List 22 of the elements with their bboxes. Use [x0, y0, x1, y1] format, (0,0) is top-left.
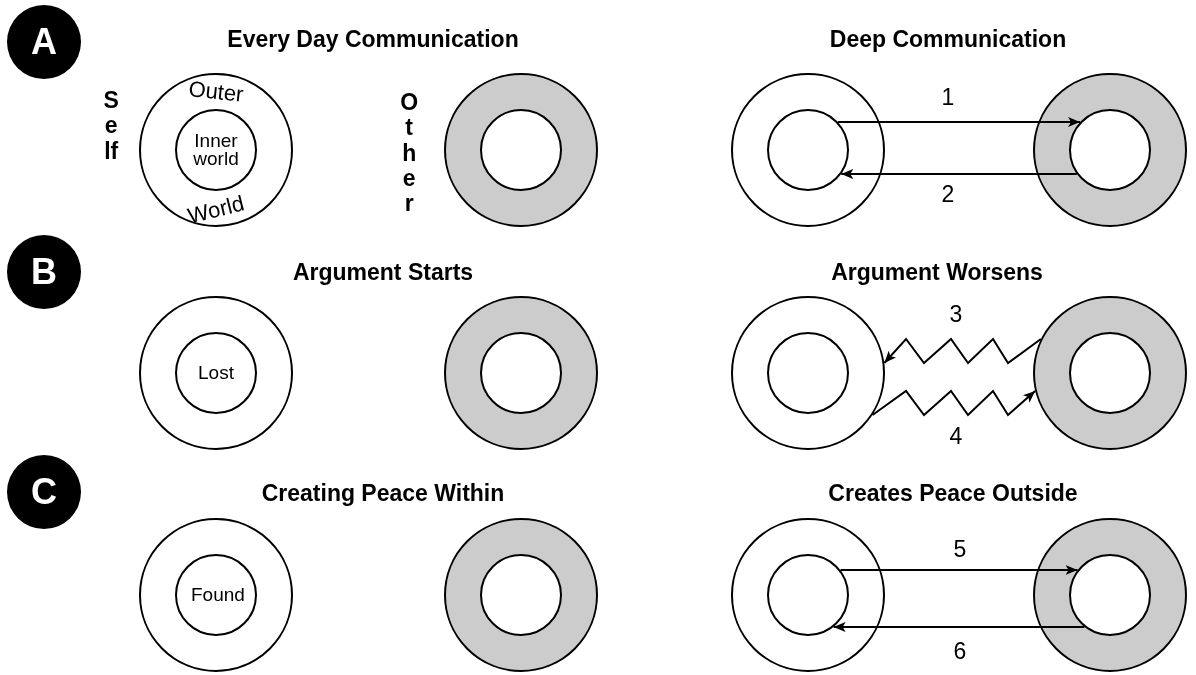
panel-title: Creating Peace Within [261, 479, 505, 507]
arrow [836, 117, 1082, 127]
arrow [840, 169, 1078, 179]
circle-label: Outer [186, 75, 246, 109]
panel-title: Creates Peace Outside [828, 479, 1078, 507]
circle-label: Lost [197, 364, 235, 382]
section-letter: C [30, 474, 58, 510]
circle-label: Found [190, 586, 246, 604]
circle-label: Inner world [192, 131, 240, 169]
section-letter: B [30, 254, 58, 290]
panel-title: Argument Worsens [831, 258, 1043, 286]
arrow [839, 565, 1079, 575]
panel-title: Deep Communication [829, 25, 1067, 53]
arrow [832, 622, 1086, 632]
vertical-label: Other [400, 90, 419, 217]
circle-label: World [184, 189, 248, 231]
arrow [883, 337, 1042, 365]
arrow [871, 389, 1037, 417]
panel-title: Argument Starts [292, 258, 474, 286]
vertical-label: Self [102, 88, 120, 164]
panel-title: Every Day Communication [227, 25, 519, 53]
section-letter: A [30, 24, 58, 60]
